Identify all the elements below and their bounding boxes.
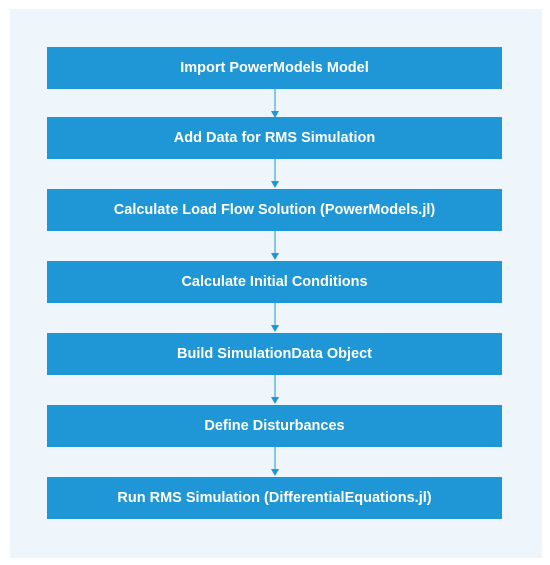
down-arrow-5 (271, 375, 279, 404)
step-add-data-rms: Add Data for RMS Simulation (47, 117, 502, 159)
step-label: Calculate Load Flow Solution (PowerModel… (113, 202, 436, 218)
step-calculate-initial-conditions: Calculate Initial Conditions (47, 261, 502, 303)
step-define-disturbances: Define Disturbances (47, 405, 502, 447)
step-label: Build SimulationData Object (177, 346, 372, 362)
step-label: Add Data for RMS Simulation (173, 130, 376, 146)
step-label: Define Disturbances (204, 418, 345, 434)
step-calculate-load-flow: Calculate Load Flow Solution (PowerModel… (47, 189, 502, 231)
step-build-simulationdata-object: Build SimulationData Object (47, 333, 502, 375)
down-arrow-2 (271, 159, 279, 188)
down-arrow-6 (271, 447, 279, 476)
down-arrow-3 (271, 231, 279, 260)
step-label: Import PowerModels Model (180, 60, 369, 76)
step-label: Calculate Initial Conditions (181, 274, 368, 290)
step-import-powermodels-model: Import PowerModels Model (47, 47, 502, 89)
down-arrow-4 (271, 303, 279, 332)
step-run-rms-simulation: Run RMS Simulation (DifferentialEquation… (47, 477, 502, 519)
step-label: Run RMS Simulation (DifferentialEquation… (117, 490, 432, 506)
down-arrow-1 (271, 89, 279, 118)
